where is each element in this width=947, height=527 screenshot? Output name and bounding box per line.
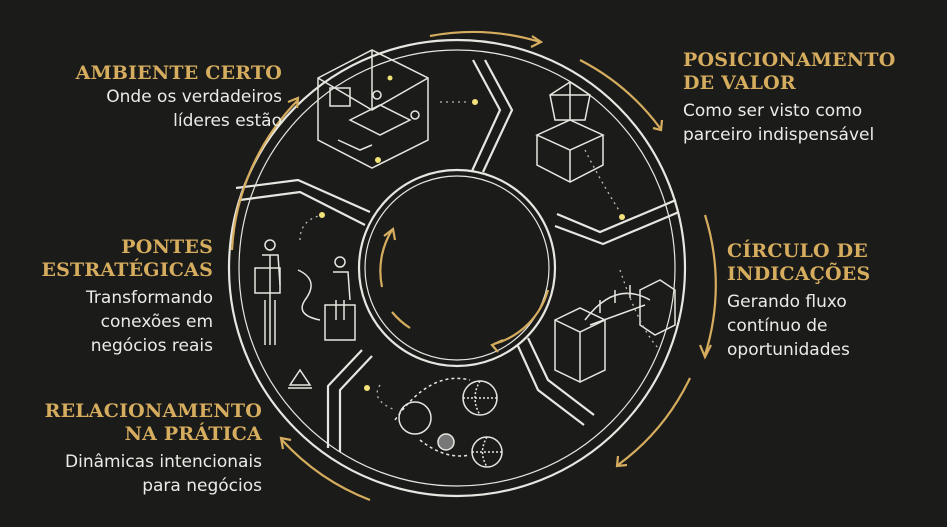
outer-ring-inner [238, 49, 676, 487]
connector-dots [299, 101, 661, 411]
inner-ring [357, 168, 557, 368]
inner-ring-inner [364, 175, 550, 361]
step-desc: contínuo de [727, 316, 828, 336]
step-pontes-estrategicas: PONTES ESTRATÉGICAS Transformando conexõ… [20, 236, 213, 358]
inner-arrow-left [379, 229, 393, 288]
node-dots [319, 75, 625, 391]
arrow-left [230, 99, 299, 251]
arrow-top-right [579, 59, 661, 129]
step-title: NA PRÁTICA [124, 423, 262, 445]
step-desc: parceiro indispensável [683, 125, 875, 145]
step-circulo-de-indicacoes: CÍRCULO DE INDICAÇÕES Gerando fluxo cont… [727, 240, 937, 362]
orbit-spheres-icon [394, 377, 503, 468]
people-presenting-icon [254, 239, 356, 389]
cycle-arrows [230, 31, 717, 502]
step-desc: Gerando fluxo [727, 292, 847, 312]
step-desc: Transformando [86, 288, 213, 308]
step-title: INDICAÇÕES [727, 263, 871, 285]
step-title: PONTES [121, 236, 213, 258]
step-desc: Como ser visto como [683, 101, 863, 121]
step-desc: para negócios [142, 476, 262, 496]
step-title: ESTRATÉGICAS [41, 259, 213, 281]
step-title: AMBIENTE CERTO [75, 62, 282, 84]
step-desc: líderes estão [173, 111, 282, 131]
step-ambiente-certo: AMBIENTE CERTO Onde os verdadeiros líder… [20, 62, 282, 133]
arrow-bottom-right [617, 377, 691, 466]
step-relacionamento-na-pratica: RELACIONAMENTO NA PRÁTICA Dinâmicas inte… [10, 400, 262, 498]
segment-dividers [235, 59, 680, 452]
step-desc: conexões em [100, 312, 213, 332]
arrow-bottom-left [281, 439, 371, 502]
step-desc: oportunidades [727, 340, 850, 360]
step-desc: negócios reais [90, 336, 213, 356]
step-title: CÍRCULO DE [727, 240, 868, 262]
outer-ring [227, 38, 687, 498]
room-icon [317, 49, 429, 169]
arrow-top [429, 31, 541, 44]
step-title: POSICIONAMENTO [683, 49, 896, 71]
step-desc: Onde os verdadeiros [106, 87, 282, 107]
bridge-icon [554, 279, 676, 383]
arrow-right [703, 214, 717, 356]
step-desc: Dinâmicas intencionais [65, 452, 262, 472]
inner-arrow-bottom [493, 289, 550, 346]
step-posicionamento-de-valor: POSICIONAMENTO DE VALOR Como ser visto c… [683, 49, 943, 147]
step-title: RELACIONAMENTO [44, 400, 262, 422]
step-title: DE VALOR [683, 72, 796, 94]
pedestal-gem-icon [535, 81, 605, 183]
